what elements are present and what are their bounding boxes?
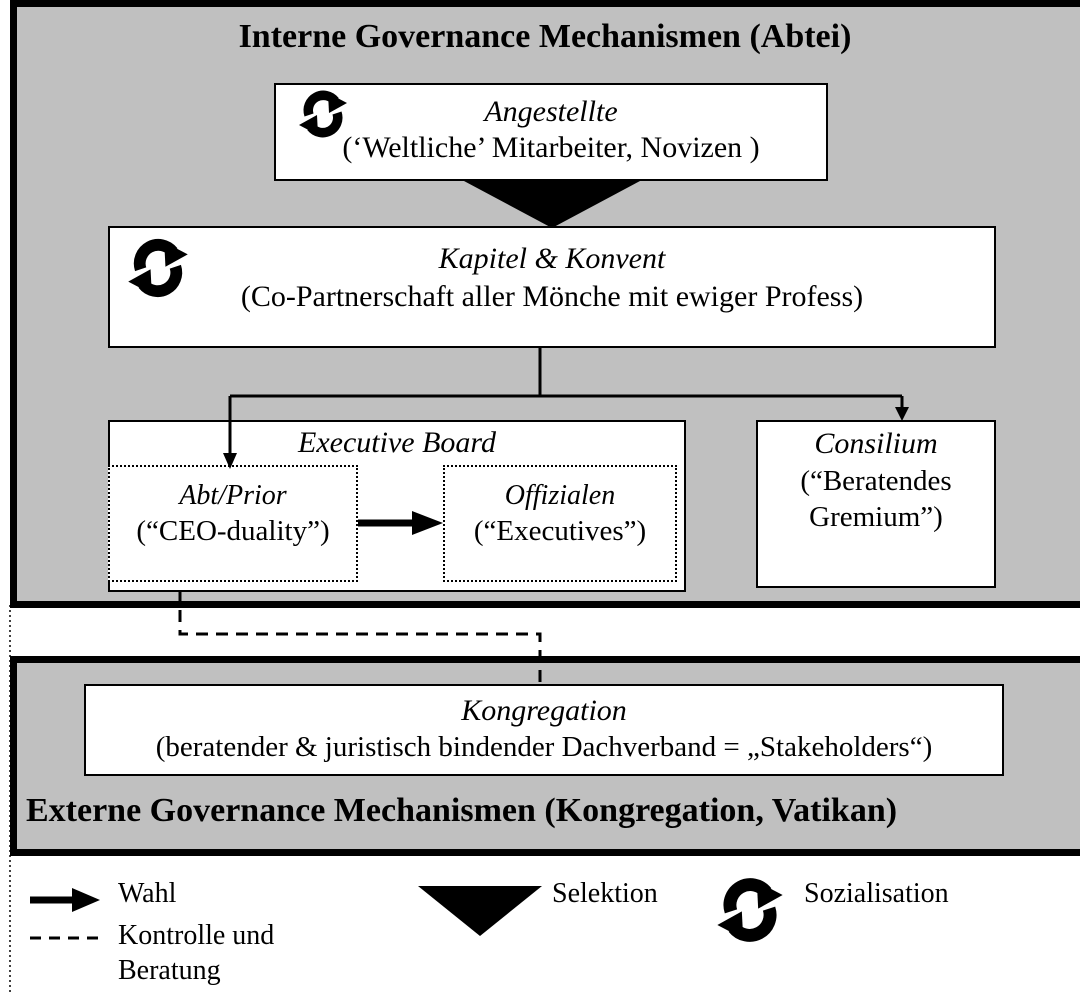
kongregation-box: Kongregation (beratender & juristisch bi…	[84, 684, 1004, 776]
kongregation-title: Kongregation	[461, 694, 627, 727]
angestellte-title: Angestellte	[484, 95, 618, 128]
legend-sozialisation-label: Sozialisation	[804, 878, 949, 909]
abt-prior-title: Abt/Prior	[179, 480, 287, 511]
legend-selektion-label: Selektion	[552, 878, 658, 909]
angestellte-subtitle: (‘Weltliche’ Mitarbeiter, Novizen )	[342, 131, 760, 164]
arrowhead-abt	[223, 453, 237, 469]
control-dashed-line	[178, 590, 542, 684]
consilium-line1: (“Beratendes	[800, 465, 952, 497]
sozialisation-cycle-icon	[717, 881, 782, 938]
selection-arrow-angestellte-kapitel	[464, 181, 640, 228]
offizialen-title: Offizialen	[504, 480, 616, 511]
legend-kontrolle-label-line2: Beratung	[118, 955, 221, 986]
abt-prior-subtitle: (“CEO-duality”)	[136, 515, 330, 547]
kapitel-title: Kapitel & Konvent	[438, 242, 666, 275]
selektion-triangle-icon	[418, 886, 542, 936]
kapitel-konvent-box: Kapitel & Konvent (Co-Partnerschaft alle…	[108, 226, 996, 348]
kongregation-subtitle: (beratender & juristisch bindender Dachv…	[155, 731, 933, 763]
offizialen-subtitle: (“Executives”)	[473, 515, 647, 547]
executive-board-title: Executive Board	[298, 426, 496, 459]
consilium-title: Consilium	[814, 427, 938, 460]
angestellte-box: Angestellte (‘Weltliche’ Mitarbeiter, No…	[274, 83, 828, 181]
external-panel-title: Externe Governance Mechanismen (Kongrega…	[26, 792, 898, 829]
offizialen-box: Offizialen (“Executives”)	[443, 465, 677, 582]
wahl-arrow-icon	[72, 888, 100, 912]
abt-prior-box: Abt/Prior (“CEO-duality”)	[108, 465, 358, 582]
election-arrowhead	[412, 511, 443, 535]
consilium-box: Consilium (“Beratendes Gremium”)	[756, 420, 996, 588]
sozialisation-icon-angestellte	[299, 93, 347, 135]
arrowhead-consilium	[895, 407, 909, 421]
consilium-line2: Gremium”)	[809, 501, 943, 533]
sozialisation-icon-kapitel	[128, 242, 188, 294]
legend-wahl-label: Wahl	[118, 878, 177, 909]
legend-kontrolle-label-line1: Kontrolle und	[118, 920, 275, 951]
internal-panel-title: Interne Governance Mechanismen (Abtei)	[238, 18, 852, 55]
kapitel-subtitle: (Co-Partnerschaft aller Mönche mit ewige…	[240, 280, 864, 313]
